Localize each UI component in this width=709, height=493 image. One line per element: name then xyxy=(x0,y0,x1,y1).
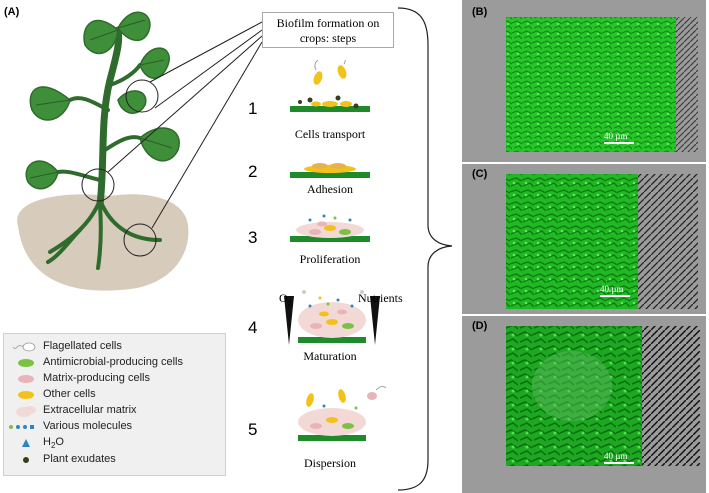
legend-item-matrix: Extracellular matrix xyxy=(4,403,224,419)
step-2-illustration xyxy=(290,163,370,178)
biofilm-image-d xyxy=(506,326,700,466)
title-box: Biofilm formation on crops: steps xyxy=(262,12,394,48)
flagellated-cell-icon xyxy=(12,342,36,352)
brace xyxy=(397,7,453,491)
leaves xyxy=(25,11,180,190)
pink-cell-icon xyxy=(18,375,34,383)
zoom-circle-root xyxy=(123,223,157,257)
scale-bar-d xyxy=(604,462,634,464)
yellow-cell-icon xyxy=(18,391,34,399)
biofilm-image-b xyxy=(506,17,698,152)
panel-label-c: (C) xyxy=(472,168,488,180)
legend-item-exudates: Plant exudates xyxy=(4,452,224,468)
microscopy-panel-c: (C) 40 µm xyxy=(462,164,706,314)
molecules-icon xyxy=(9,425,34,429)
legend-item-other-cells: Other cells xyxy=(4,387,224,403)
panel-label-d: (D) xyxy=(472,320,488,332)
water-triangle-icon xyxy=(22,439,30,447)
legend-item-molecules: Various molecules xyxy=(4,419,224,435)
soil-mound xyxy=(17,194,189,291)
legend-item-antimicrobial: Antimicrobial-producing cells xyxy=(4,355,224,371)
step-number-3: 3 xyxy=(248,228,258,247)
microscopy-panel-d: (D) 40 µm xyxy=(462,316,706,493)
step-illustrations xyxy=(284,60,387,441)
step-4-illustration xyxy=(284,290,380,345)
zoom-circle-leaf xyxy=(125,79,159,113)
legend-item-matrix-producing: Matrix-producing cells xyxy=(4,371,224,387)
step-number-1: 1 xyxy=(248,99,258,118)
step-label-3: Proliferation xyxy=(299,252,361,266)
nutrients-label: Nutrients xyxy=(358,291,403,305)
plant-illustration xyxy=(17,11,189,291)
exudate-dot-icon xyxy=(23,457,29,463)
step-3-illustration xyxy=(290,214,370,242)
step-1-illustration xyxy=(290,60,370,112)
step-label-2: Adhesion xyxy=(307,182,353,196)
step-number-2: 2 xyxy=(248,162,258,181)
step-number-4: 4 xyxy=(248,318,258,337)
panel-label-a: (A) xyxy=(4,6,20,18)
legend-item-flagellated: Flagellated cells xyxy=(4,339,224,355)
legend: Flagellated cells Antimicrobial-producin… xyxy=(3,333,226,476)
legend-item-water: H2O xyxy=(4,435,224,451)
matrix-icon xyxy=(16,406,36,417)
scale-label-d: 40 µm xyxy=(604,451,628,461)
green-cell-icon xyxy=(18,359,34,367)
scale-label-b: 40 µm xyxy=(604,131,628,141)
step-number-5: 5 xyxy=(248,420,258,439)
panel-label-b: (B) xyxy=(472,6,488,18)
step-label-5: Dispersion xyxy=(304,456,356,470)
title-line-1: Biofilm formation on xyxy=(276,16,380,30)
scale-label-c: 40 µm xyxy=(600,284,624,294)
step-label-1: Cells transport xyxy=(294,127,366,141)
microscopy-panel-b: (B) 40 µm xyxy=(462,0,706,162)
title-line-2: crops: steps xyxy=(299,31,357,45)
scale-bar-b xyxy=(604,142,634,144)
step-5-illustration xyxy=(298,385,387,441)
o2-label: O2 xyxy=(279,291,292,308)
scale-bar-c xyxy=(600,295,630,297)
step-label-4: Maturation xyxy=(303,349,357,363)
stem xyxy=(56,26,142,209)
zoom-circle-stem xyxy=(81,168,115,202)
biofilm-image-c xyxy=(506,174,698,309)
